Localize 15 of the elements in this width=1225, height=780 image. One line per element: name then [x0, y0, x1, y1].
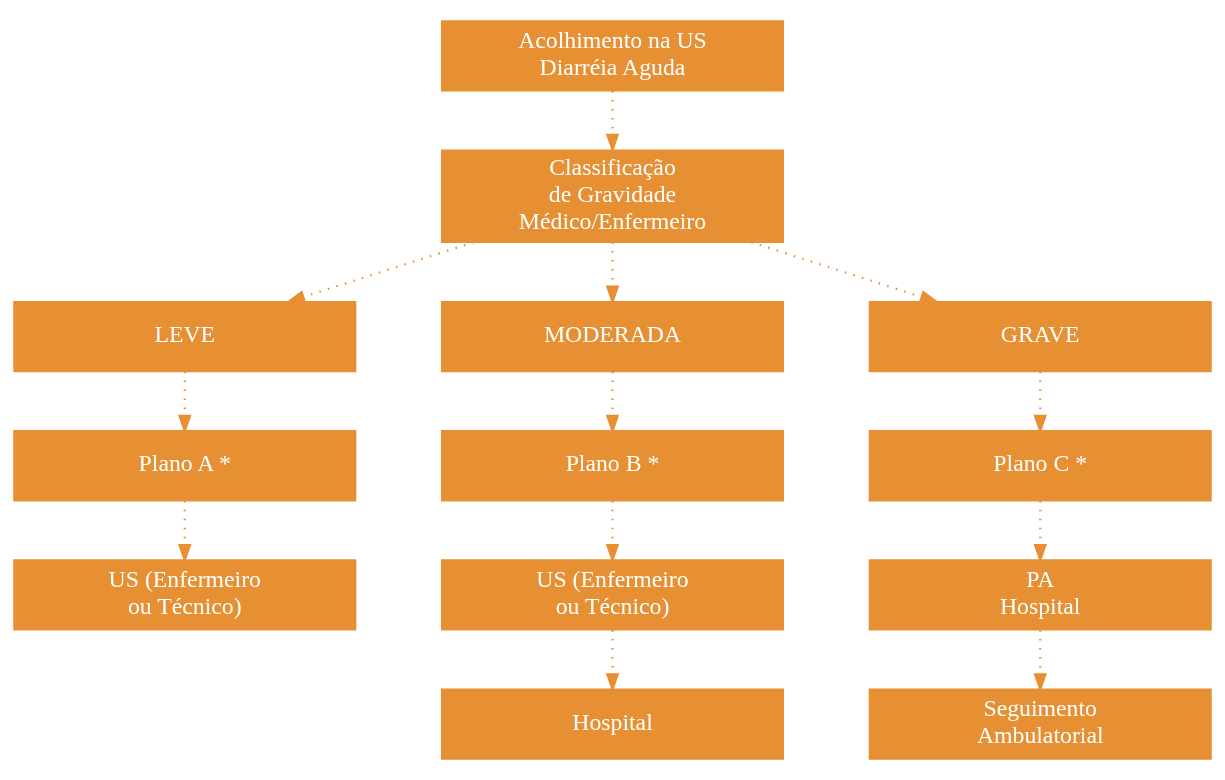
- node-box: Acolhimento na US Diarréia Aguda: [440, 20, 785, 92]
- node-box: PA Hospital: [868, 559, 1212, 631]
- arrow: [285, 241, 474, 304]
- arrow: [751, 241, 940, 304]
- node-box: MODERADA: [440, 300, 785, 373]
- node-box: US (Enfermeiro ou Técnico): [440, 559, 785, 631]
- node-box: LEVE: [13, 300, 357, 373]
- node-box: Plano A *: [13, 430, 357, 502]
- node-box: Plano C *: [868, 430, 1212, 502]
- node-box: Classificação de Gravidade Médico/Enfermeiro: [440, 149, 785, 243]
- node-box: US (Enfermeiro ou Técnico): [13, 559, 357, 631]
- node-box: Seguimento Ambulatorial: [868, 688, 1212, 760]
- node-box: Hospital: [440, 688, 785, 760]
- node-box: Plano B *: [440, 430, 785, 502]
- node-box: GRAVE: [868, 300, 1212, 373]
